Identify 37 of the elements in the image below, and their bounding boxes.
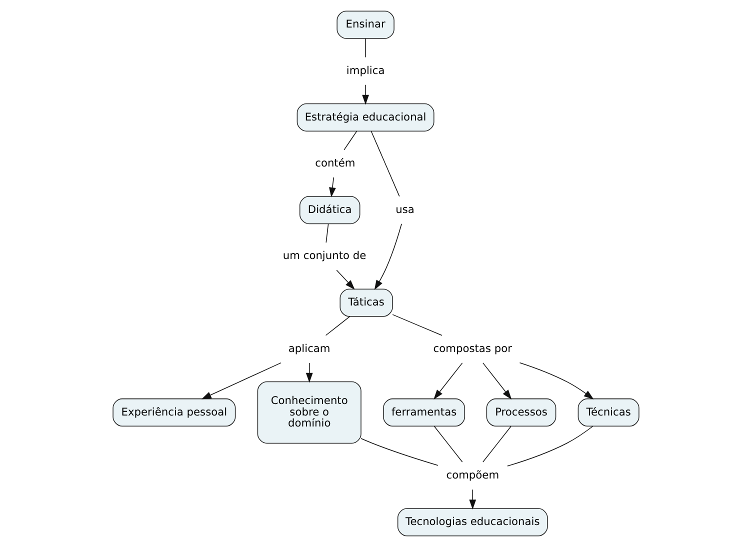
connector bbox=[364, 38, 366, 58]
node-box: Ensinar bbox=[336, 10, 394, 39]
connector bbox=[324, 316, 350, 336]
connector bbox=[325, 223, 328, 243]
arrow bbox=[374, 223, 402, 290]
node-text: implica bbox=[346, 64, 384, 77]
connector bbox=[360, 438, 438, 466]
connector bbox=[482, 426, 511, 462]
node-text: compostas por bbox=[432, 342, 512, 355]
node-text: contém bbox=[314, 156, 355, 170]
node-box: Técnicas bbox=[577, 398, 639, 427]
node-box: Didática bbox=[298, 196, 360, 224]
connector bbox=[433, 426, 462, 462]
arrow bbox=[305, 362, 312, 383]
node-box: Táticas bbox=[339, 288, 392, 317]
arrow bbox=[518, 362, 594, 400]
arrow bbox=[468, 489, 476, 510]
node-text: um conjunto de bbox=[282, 249, 366, 262]
arrow bbox=[328, 177, 336, 198]
node-text: aplicam bbox=[288, 342, 330, 355]
connector bbox=[370, 130, 400, 197]
node-box: ferramentas bbox=[382, 398, 465, 427]
arrow bbox=[362, 84, 369, 105]
node-box: Processos bbox=[486, 398, 556, 427]
node-text: compõem bbox=[446, 468, 499, 482]
connector bbox=[506, 426, 593, 466]
connector bbox=[392, 314, 442, 336]
node-box: Estratégia educacional bbox=[296, 103, 434, 132]
node-box: Tecnologias educacionais bbox=[396, 508, 548, 536]
arrow bbox=[482, 362, 512, 400]
arrow bbox=[336, 270, 354, 290]
arrow bbox=[200, 362, 281, 400]
node-text: usa bbox=[395, 202, 414, 216]
node-box: Experiência pessoal bbox=[112, 398, 236, 427]
connector bbox=[343, 130, 357, 150]
arrow bbox=[433, 362, 462, 400]
node-box: Conhecimento sobre o domínio bbox=[256, 381, 361, 444]
